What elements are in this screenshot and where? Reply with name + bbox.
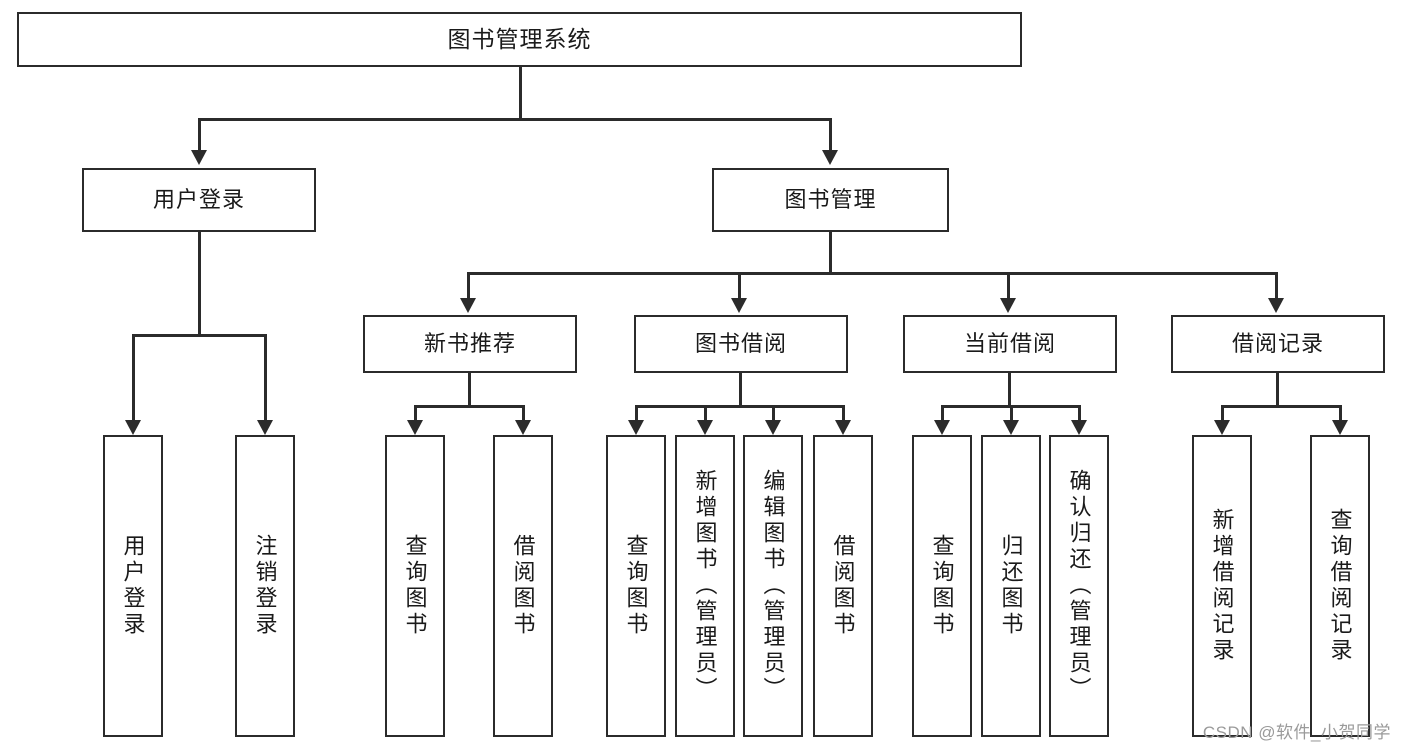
- arrow-to-leaf-edit-book: [765, 420, 781, 435]
- node-label: 图书管理: [784, 186, 877, 212]
- node-label: 编辑图书（管理员）: [760, 469, 786, 703]
- connector-user-login-bus: [132, 334, 266, 337]
- node-leaf-add-record[interactable]: 新增借阅记录: [1192, 435, 1252, 737]
- connector-user-login-drop-2: [264, 334, 267, 420]
- node-label: 用户登录: [152, 186, 245, 212]
- connector-root-drop-right: [829, 118, 832, 150]
- connector-bb-bus: [635, 405, 845, 408]
- connector-book-manage-drop-4: [1275, 272, 1278, 300]
- node-leaf-user-login[interactable]: 用户登录: [103, 435, 163, 737]
- node-label: 查询图书: [929, 534, 955, 638]
- connector-user-login-drop-1: [132, 334, 135, 420]
- connector-bb-drop-3: [772, 405, 775, 421]
- arrow-to-leaf-confirm-return: [1071, 420, 1087, 435]
- connector-br-bus: [1221, 405, 1342, 408]
- connector-book-manage-drop-1: [467, 272, 470, 300]
- node-label: 归还图书: [998, 534, 1024, 638]
- connector-book-manage-trunk: [829, 232, 832, 274]
- connector-bb-drop-4: [842, 405, 845, 421]
- connector-book-manage-drop-3: [1007, 272, 1010, 300]
- connector-root-bus: [198, 118, 832, 121]
- node-leaf-query-book-2[interactable]: 查询图书: [606, 435, 666, 737]
- arrow-to-borrow-record: [1268, 298, 1284, 313]
- arrow-to-book-manage: [822, 150, 838, 165]
- node-label: 查询借阅记录: [1327, 508, 1353, 664]
- connector-cb-drop-3: [1078, 405, 1081, 421]
- node-root-system[interactable]: 图书管理系统: [17, 12, 1022, 67]
- connector-br-trunk: [1276, 373, 1279, 407]
- node-leaf-query-book-3[interactable]: 查询图书: [912, 435, 972, 737]
- node-label: 用户登录: [120, 534, 146, 638]
- connector-cb-drop-1: [941, 405, 944, 421]
- watermark-text: CSDN @软件_小贺同学: [1202, 723, 1391, 742]
- node-label: 查询图书: [402, 534, 428, 638]
- node-label: 注销登录: [252, 534, 278, 638]
- node-label: 借阅图书: [830, 534, 856, 638]
- connector-nbr-bus: [414, 405, 525, 408]
- arrow-to-leaf-user-login: [125, 420, 141, 435]
- node-label: 借阅图书: [510, 534, 536, 638]
- arrow-to-leaf-logout-login: [257, 420, 273, 435]
- connector-nbr-drop-1: [414, 405, 417, 421]
- node-label: 新增图书（管理员）: [692, 469, 718, 703]
- arrow-to-leaf-add-book: [697, 420, 713, 435]
- connector-book-manage-drop-2: [738, 272, 741, 300]
- connector-user-login-trunk: [198, 232, 201, 336]
- node-leaf-edit-book[interactable]: 编辑图书（管理员）: [743, 435, 803, 737]
- connector-cb-drop-2: [1010, 405, 1013, 421]
- connector-bb-drop-1: [635, 405, 638, 421]
- connector-bb-drop-2: [704, 405, 707, 421]
- arrow-to-leaf-query-book-1: [407, 420, 423, 435]
- node-leaf-query-book-1[interactable]: 查询图书: [385, 435, 445, 737]
- node-label: 借阅记录: [1231, 330, 1324, 356]
- connector-cb-trunk: [1008, 373, 1011, 407]
- node-book-manage[interactable]: 图书管理: [712, 168, 949, 232]
- node-leaf-borrow-book-1[interactable]: 借阅图书: [493, 435, 553, 737]
- arrow-to-leaf-return-book: [1003, 420, 1019, 435]
- connector-book-manage-bus: [467, 272, 1278, 275]
- node-book-borrow[interactable]: 图书借阅: [634, 315, 848, 373]
- arrow-to-book-borrow: [731, 298, 747, 313]
- node-leaf-query-record[interactable]: 查询借阅记录: [1310, 435, 1370, 737]
- arrow-to-new-book-recommend: [460, 298, 476, 313]
- node-leaf-confirm-return[interactable]: 确认归还（管理员）: [1049, 435, 1109, 737]
- node-leaf-borrow-book-2[interactable]: 借阅图书: [813, 435, 873, 737]
- connector-bb-trunk: [739, 373, 742, 407]
- node-user-login[interactable]: 用户登录: [82, 168, 316, 232]
- node-label: 图书借阅: [694, 330, 787, 356]
- connector-br-drop-1: [1221, 405, 1224, 421]
- node-label: 新书推荐: [423, 330, 516, 356]
- node-label: 确认归还（管理员）: [1066, 469, 1092, 703]
- connector-root-drop-left: [198, 118, 201, 150]
- node-label: 当前借阅: [963, 330, 1056, 356]
- arrow-to-user-login: [191, 150, 207, 165]
- connector-nbr-drop-2: [522, 405, 525, 421]
- arrow-to-leaf-borrow-book-2: [835, 420, 851, 435]
- node-leaf-return-book[interactable]: 归还图书: [981, 435, 1041, 737]
- connector-root-trunk: [519, 67, 522, 120]
- node-label: 新增借阅记录: [1209, 508, 1235, 664]
- node-current-borrow[interactable]: 当前借阅: [903, 315, 1117, 373]
- arrow-to-leaf-add-record: [1214, 420, 1230, 435]
- arrow-to-leaf-query-record: [1332, 420, 1348, 435]
- node-borrow-record[interactable]: 借阅记录: [1171, 315, 1385, 373]
- connector-br-drop-2: [1339, 405, 1342, 421]
- node-label: 查询图书: [623, 534, 649, 638]
- connector-nbr-trunk: [468, 373, 471, 407]
- node-new-book-recommend[interactable]: 新书推荐: [363, 315, 577, 373]
- node-leaf-add-book[interactable]: 新增图书（管理员）: [675, 435, 735, 737]
- arrow-to-leaf-query-book-3: [934, 420, 950, 435]
- arrow-to-current-borrow: [1000, 298, 1016, 313]
- node-label: 图书管理系统: [447, 25, 592, 52]
- arrow-to-leaf-query-book-2: [628, 420, 644, 435]
- node-leaf-logout-login[interactable]: 注销登录: [235, 435, 295, 737]
- arrow-to-leaf-borrow-book-1: [515, 420, 531, 435]
